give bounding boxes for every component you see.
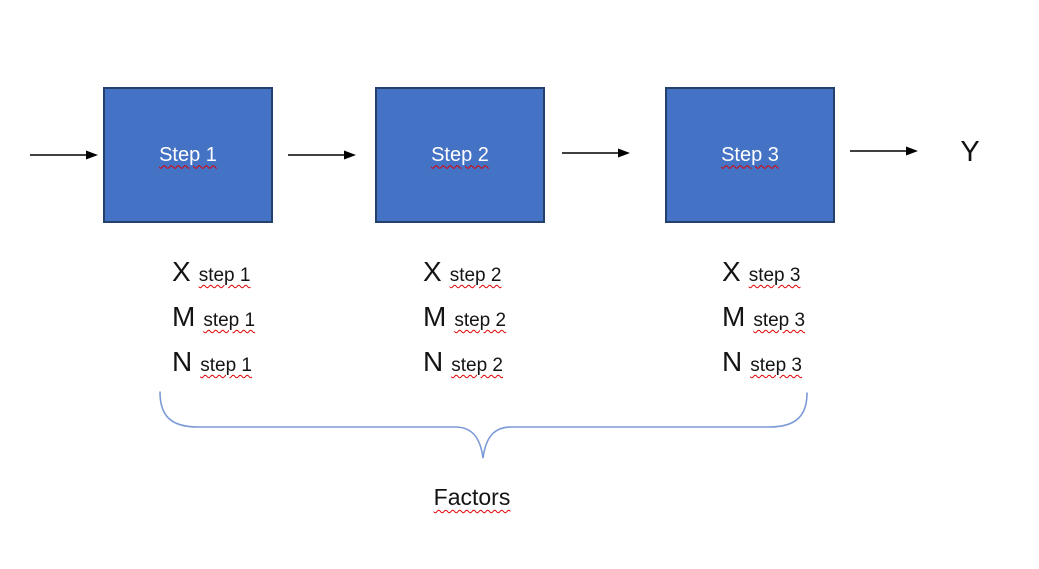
step-2-label: Step 2	[431, 143, 489, 166]
factor-variable: M	[722, 301, 746, 332]
factor-variable: X	[172, 256, 191, 287]
factor-variable: M	[423, 301, 447, 332]
factor-item: M step 1	[172, 301, 255, 346]
factor-variable: M	[172, 301, 196, 332]
factor-subscript: step 1	[200, 355, 252, 376]
factor-subscript: step 1	[203, 310, 256, 331]
output-variable-label: Y	[960, 136, 980, 168]
factor-variable: X	[722, 256, 741, 287]
arrow-step2-to-step3	[562, 148, 630, 158]
factor-subscript: step 2	[454, 310, 507, 331]
factor-item: N step 2	[423, 346, 506, 391]
factor-variable: N	[172, 346, 193, 377]
step-1-factors: X step 1 M step 1 N step 1	[172, 256, 255, 391]
factor-subscript: step 1	[198, 265, 251, 286]
curly-brace	[159, 391, 808, 459]
factor-item: X step 1	[172, 256, 255, 301]
step-3-box: Step 3	[665, 87, 835, 223]
factor-item: N step 1	[172, 346, 255, 391]
factor-item: X step 3	[722, 256, 805, 301]
output-arrow	[850, 146, 918, 156]
factors-caption-text: Factors	[433, 484, 511, 510]
factor-variable: X	[423, 256, 442, 287]
arrow-step1-to-step2	[288, 150, 356, 160]
factor-subscript: step 3	[753, 310, 806, 331]
step-1-box: Step 1	[103, 87, 273, 223]
step-2-factors: X step 2 M step 2 N step 2	[423, 256, 506, 391]
factors-caption: Factors	[392, 484, 552, 511]
factor-variable: N	[722, 346, 743, 377]
factor-item: M step 3	[722, 301, 805, 346]
input-arrow	[30, 150, 98, 160]
factor-item: N step 3	[722, 346, 805, 391]
step-3-factors: X step 3 M step 3 N step 3	[722, 256, 805, 391]
factor-subscript: step 2	[449, 265, 502, 286]
step-3-label: Step 3	[721, 143, 779, 166]
factor-item: X step 2	[423, 256, 506, 301]
step-1-label: Step 1	[159, 143, 217, 166]
step-2-box: Step 2	[375, 87, 545, 223]
factor-variable: N	[423, 346, 444, 377]
factor-subscript: step 3	[750, 355, 802, 376]
factor-item: M step 2	[423, 301, 506, 346]
factor-subscript: step 3	[748, 265, 801, 286]
factor-subscript: step 2	[451, 355, 503, 376]
